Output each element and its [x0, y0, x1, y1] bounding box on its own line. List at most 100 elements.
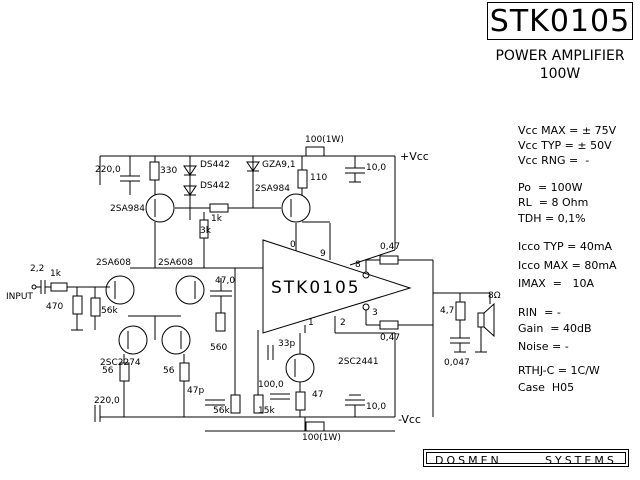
label-r470: 470: [46, 302, 64, 312]
label-2sc2274: 2SC2274: [100, 358, 141, 368]
resistor-56k-bottom: [230, 394, 241, 414]
ic-label: STK0105: [271, 278, 361, 298]
label-r100-top: 100(1W): [305, 135, 344, 145]
label-c10-top: 10,0: [366, 163, 387, 173]
resistor-047-bottom: [379, 320, 399, 330]
spec-icco-typ: Icco TYP = 40mA: [518, 240, 613, 253]
transistor-2sa608-right: [175, 275, 205, 305]
label-c100: 100,0: [258, 380, 284, 390]
subtitle: POWER AMPLIFIER: [495, 48, 625, 64]
spec-rin: RIN = -: [518, 306, 561, 319]
label-pin2: 2: [340, 318, 346, 328]
label-2sa608-left: 2SA608: [96, 258, 131, 268]
speaker-icon: [477, 312, 485, 328]
label-2sc2441: 2SC2441: [338, 357, 379, 367]
resistor-47: [295, 391, 306, 411]
label-r110: 110: [310, 173, 328, 183]
label-r56k: 56k: [101, 306, 118, 316]
pin-vcc-diag: [349, 249, 396, 266]
footer-brand-right: SYSTEMS: [545, 454, 617, 467]
label-2sa984-right: 2SA984: [255, 184, 290, 194]
label-r560: 560: [210, 343, 228, 353]
label-r1k-input: 1k: [50, 269, 61, 279]
label-c10-bottom: 10,0: [366, 402, 387, 412]
label-r100-bottom: 100(1W): [302, 433, 341, 443]
footer-brand: DOSMEN SYSTEMS: [423, 449, 629, 467]
label-r1k-mid: 1k: [211, 214, 222, 224]
transistor-2sc2441: [285, 353, 315, 383]
transistor-2sa608-left: [105, 275, 135, 305]
resistor-100-bottom: [305, 421, 325, 432]
pin8-node: [362, 271, 370, 279]
label-r15k: 15k: [258, 406, 275, 416]
resistor-1k-input: [50, 282, 68, 292]
label-r330: 330: [160, 166, 178, 176]
transistor-2sc2274-right: [161, 325, 191, 355]
label-r047-bottom: 0,47: [380, 333, 401, 343]
speaker-cone-icon: [483, 302, 495, 338]
spec-noise: Noise = -: [518, 340, 569, 353]
spec-vcc-typ: Vcc TYP = ± 50V: [518, 139, 612, 152]
spec-imax: IMAX = 10A: [518, 277, 595, 290]
label-c47p: 47p: [187, 386, 205, 396]
spec-rthj: RTHJ-C = 1C/W: [518, 364, 600, 377]
spec-vcc-max: Vcc MAX = ± 75V: [518, 124, 617, 137]
spec-po: Po = 100W: [518, 181, 583, 194]
resistor-470: [72, 295, 83, 315]
spec-vcc-rng: Vcc RNG = -: [518, 154, 590, 167]
label-c220-bottom: 220,0: [94, 396, 120, 406]
transistor-2sa984-right: [281, 193, 311, 223]
transistor-2sa984-left: [145, 193, 175, 223]
pin3-node: [362, 303, 370, 311]
label-c47: 47,0: [215, 276, 236, 286]
label-pin9: 9: [320, 249, 326, 259]
spec-case: Case H05: [518, 381, 575, 394]
label-pin8: 8: [355, 260, 361, 270]
spec-icco-max: Icco MAX = 80mA: [518, 259, 617, 272]
resistor-56-right: [179, 362, 190, 382]
label-c22: 2,2: [30, 264, 45, 274]
title-box: STK0105: [487, 2, 633, 40]
label-r56-right: 56: [163, 366, 175, 376]
resistor-560: [215, 312, 226, 332]
label-vcc-neg: -Vcc: [398, 413, 421, 426]
input-terminal: [31, 284, 37, 290]
label-r3k: 3k: [200, 226, 211, 236]
resistor-56k: [90, 297, 101, 317]
ic-stk0105: [262, 239, 412, 334]
label-r4-7: 4,7: [440, 306, 455, 316]
label-r56-left: 56: [102, 366, 114, 376]
label-2sa984-left: 2SA984: [110, 204, 145, 214]
power-rating: 100W: [539, 66, 581, 82]
label-speaker: 8Ω: [488, 291, 501, 301]
label-pin3: 3: [372, 308, 378, 318]
resistor-4-7: [455, 301, 466, 321]
label-c33p: 33p: [278, 339, 296, 349]
resistor-110: [297, 169, 308, 189]
label-pin1: 1: [308, 318, 314, 328]
label-ds442-b: DS442: [200, 181, 230, 191]
label-r47: 47: [312, 390, 324, 400]
transistor-2sc2274-left: [118, 325, 148, 355]
resistor-100-top: [305, 146, 325, 157]
label-2sa608-right: 2SA608: [158, 258, 193, 268]
spec-rl: RL = 8 Ohm: [518, 196, 589, 209]
label-input: INPUT: [6, 292, 33, 302]
page-title: STK0105: [489, 4, 631, 39]
resistor-1k-mid: [209, 203, 229, 213]
label-vcc-pos: +Vcc: [400, 150, 429, 163]
resistor-330: [149, 161, 160, 181]
label-gza: GZA9,1: [262, 160, 296, 170]
label-pin0: 0: [290, 240, 296, 250]
footer-brand-left: DOSMEN: [435, 454, 502, 467]
spec-tdh: TDH = 0,1%: [518, 212, 586, 225]
label-c220-top: 220,0: [95, 165, 121, 175]
label-r56k-bottom: 56k: [213, 406, 230, 416]
label-ds442-a: DS442: [200, 160, 230, 170]
label-r047-top: 0,47: [380, 242, 401, 252]
resistor-047-top: [379, 255, 399, 265]
label-c0047: 0,047: [444, 358, 470, 368]
spec-gain: Gain = 40dB: [518, 322, 592, 335]
